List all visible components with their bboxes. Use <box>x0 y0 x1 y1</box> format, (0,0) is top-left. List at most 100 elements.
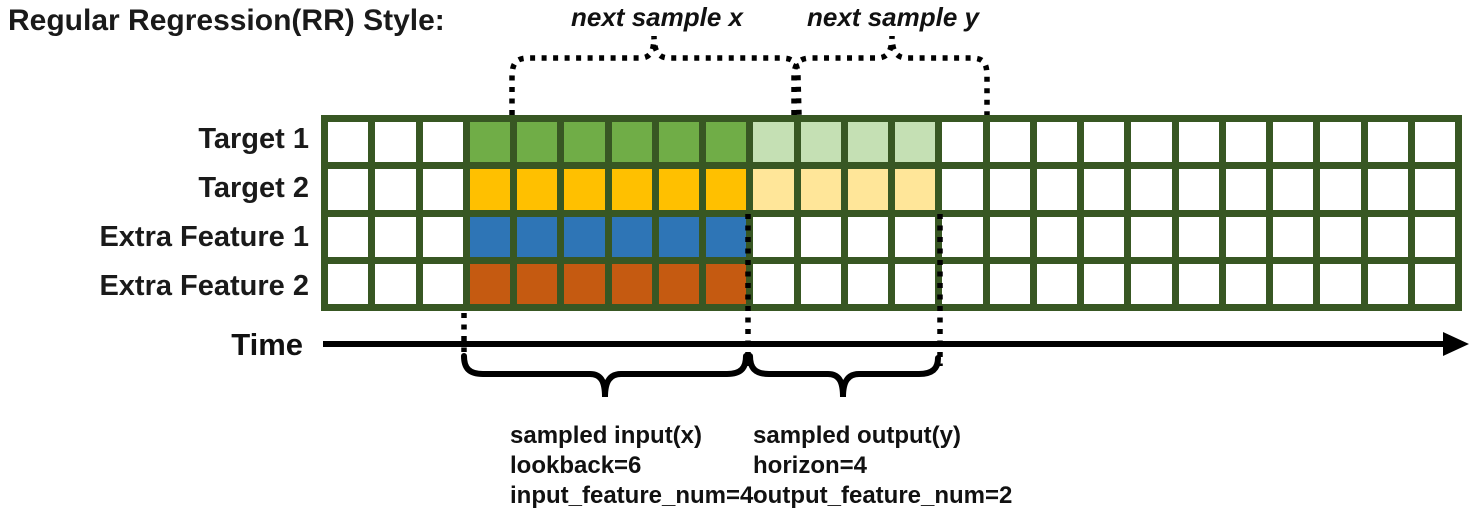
grid-cell <box>847 169 888 210</box>
grid-cell <box>706 216 747 257</box>
grid-cell <box>658 263 699 304</box>
grid-cell <box>564 169 605 210</box>
grid-cell <box>564 263 605 304</box>
grid-cell <box>989 263 1030 304</box>
grid-cell <box>1367 122 1408 163</box>
grid-cell <box>895 263 936 304</box>
row-label-target-2: Target 2 <box>198 172 309 204</box>
next-sample-y-brace-icon <box>791 35 990 115</box>
grid-cell <box>1273 122 1314 163</box>
grid-cell <box>989 122 1030 163</box>
grid-cell <box>1273 216 1314 257</box>
grid-cell <box>422 216 463 257</box>
grid-cell <box>328 263 369 304</box>
grid-cell <box>942 122 983 163</box>
grid-cell <box>800 216 841 257</box>
grid-cell <box>1414 216 1455 257</box>
grid-cell <box>611 216 652 257</box>
grid-cell <box>753 216 794 257</box>
grid-cell <box>469 216 510 257</box>
sampled-input-note: sampled input(x) lookback=6 input_featur… <box>510 421 753 511</box>
time-axis-arrowhead-icon <box>1443 332 1469 356</box>
grid-cell <box>706 169 747 210</box>
grid-cell <box>1131 169 1172 210</box>
grid-cell <box>328 216 369 257</box>
grid-cell <box>800 263 841 304</box>
grid-cell <box>1036 263 1077 304</box>
grid-cell <box>1320 263 1361 304</box>
grid-cell <box>1036 216 1077 257</box>
grid-cell <box>1225 169 1266 210</box>
grid-cell <box>942 169 983 210</box>
grid-cell <box>1084 263 1125 304</box>
grid-cell <box>706 122 747 163</box>
grid-cell <box>1084 122 1125 163</box>
grid-cell <box>375 122 416 163</box>
grid-cell <box>753 263 794 304</box>
grid-cell <box>753 169 794 210</box>
grid-cell <box>375 169 416 210</box>
grid-cell <box>847 122 888 163</box>
grid-cell <box>1131 263 1172 304</box>
sampled-input-note-line3: input_feature_num=4 <box>510 482 754 509</box>
grid-cell <box>422 263 463 304</box>
sampled-input-note-line1: sampled input(x) <box>510 422 703 449</box>
grid-cell <box>1367 216 1408 257</box>
grid-cell <box>1036 169 1077 210</box>
grid-cell <box>1225 216 1266 257</box>
grid-cell <box>517 216 558 257</box>
row-label-extra-feature-1: Extra Feature 1 <box>99 221 309 253</box>
sampled-input-brace-icon <box>461 353 749 398</box>
grid-cell <box>706 263 747 304</box>
next-sample-x-label: next sample x <box>571 2 743 32</box>
grid-cell <box>517 122 558 163</box>
timeseries-grid <box>321 115 1462 311</box>
row-label-target-1: Target 1 <box>198 123 309 155</box>
grid-cell <box>1367 263 1408 304</box>
grid-cell <box>1178 263 1219 304</box>
figure-title: Regular Regression(RR) Style: <box>8 4 445 37</box>
row-label-extra-feature-2: Extra Feature 2 <box>99 270 309 302</box>
grid-cell <box>1320 216 1361 257</box>
grid-cell <box>1131 216 1172 257</box>
grid-cell <box>1084 216 1125 257</box>
grid-cell <box>942 263 983 304</box>
next-sample-y-label: next sample y <box>807 2 979 32</box>
grid-cell <box>1367 169 1408 210</box>
grid-cell <box>1320 169 1361 210</box>
grid-cell <box>1178 216 1219 257</box>
grid-cell <box>564 122 605 163</box>
grid-cell <box>469 169 510 210</box>
grid-cell <box>658 169 699 210</box>
grid-cell <box>469 263 510 304</box>
sampled-output-note: sampled output(y) horizon=4 output_featu… <box>753 421 1012 511</box>
grid-cell <box>658 122 699 163</box>
grid-cell <box>375 216 416 257</box>
grid-cell <box>375 263 416 304</box>
grid-cell <box>847 263 888 304</box>
grid-cell <box>1414 263 1455 304</box>
grid-cell <box>800 122 841 163</box>
grid-cell <box>989 216 1030 257</box>
grid-cell <box>895 216 936 257</box>
sampled-output-note-line1: sampled output(y) <box>753 422 961 449</box>
grid-cell <box>1225 122 1266 163</box>
sampled-output-note-line3: output_feature_num=2 <box>753 482 1013 509</box>
sampled-output-brace-icon <box>747 353 941 398</box>
next-sample-x-brace-icon <box>509 35 802 116</box>
grid-cell <box>1414 122 1455 163</box>
grid-cell <box>611 169 652 210</box>
grid-cell <box>753 122 794 163</box>
grid-cell <box>847 216 888 257</box>
grid-cell <box>1131 122 1172 163</box>
grid-cell <box>1273 263 1314 304</box>
sampled-input-note-line2: lookback=6 <box>510 452 642 479</box>
grid-cell <box>611 263 652 304</box>
grid-cell <box>1414 169 1455 210</box>
grid-cell <box>800 169 841 210</box>
grid-cell <box>517 169 558 210</box>
grid-cell <box>1036 122 1077 163</box>
grid-cell <box>611 122 652 163</box>
grid-cell <box>422 122 463 163</box>
